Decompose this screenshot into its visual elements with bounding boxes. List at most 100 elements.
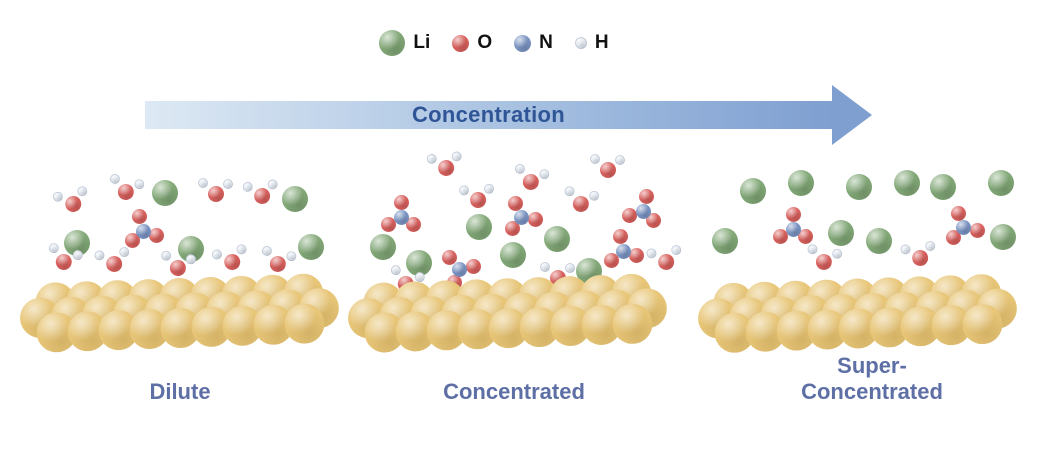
legend-item-n: N: [514, 32, 553, 54]
oxygen-atom: [910, 248, 930, 268]
legend-label-li: Li: [413, 32, 431, 53]
hydrogen-atom: [924, 240, 937, 252]
nitrate-ion: [498, 194, 544, 240]
hydrogen-atom: [51, 190, 64, 203]
molecule-layer: [20, 150, 340, 282]
hydrogen-atom: [831, 248, 843, 260]
h-atom-icon: [574, 37, 587, 49]
lithium-ion: [152, 180, 178, 206]
panel-label-dilute: Dilute: [149, 378, 211, 404]
hydrogen-atom: [133, 178, 146, 191]
hydrogen-atom: [198, 178, 208, 188]
hydrogen-atom: [185, 253, 197, 265]
lithium-ion: [500, 242, 526, 268]
concentration-arrow: Concentration: [145, 84, 873, 146]
lithium-ion: [544, 226, 570, 252]
hydrogen-atom: [285, 250, 298, 263]
lithium-ion: [370, 234, 396, 260]
oxygen-atom: [268, 254, 288, 274]
panel-label-super-concentrated: Super- Concentrated: [801, 353, 943, 404]
lithium-ion: [846, 174, 872, 200]
arrow-head-icon: [832, 85, 872, 145]
nitrogen-atom: [615, 243, 631, 259]
oxygen-atom: [612, 229, 628, 245]
oxygen-atom: [393, 195, 409, 210]
lithium-ion: [712, 228, 738, 254]
hydrogen-atom: [538, 168, 551, 181]
hydrogen-atom: [450, 150, 463, 163]
oxygen-atom: [945, 230, 961, 246]
oxygen-atom: [469, 191, 487, 209]
oxygen-atom: [104, 254, 124, 274]
nitrogen-atom: [451, 261, 467, 277]
oxygen-atom: [814, 252, 833, 272]
lithium-ion: [990, 224, 1016, 250]
water-molecule: [210, 242, 253, 280]
hydrogen-atom: [426, 153, 438, 165]
oxygen-atom: [132, 209, 148, 225]
oxygen-atom: [646, 213, 662, 229]
hydrogen-atom: [514, 163, 526, 175]
hydrogen-atom: [588, 190, 600, 202]
hydrogen-atom: [806, 243, 819, 255]
oxygen-atom: [785, 207, 801, 222]
panel-label-concentrated: Concentrated: [443, 378, 585, 404]
hydrogen-atom: [242, 181, 254, 193]
lithium-ion: [894, 170, 920, 196]
oxygen-atom: [600, 162, 616, 178]
nitrogen-atom: [635, 203, 651, 219]
o-atom-icon: [452, 34, 470, 52]
hydrogen-atom: [223, 179, 233, 189]
hydrogen-atom: [109, 173, 121, 185]
lithium-ion: [930, 174, 956, 200]
nitrate-ion: [940, 204, 986, 250]
oxygen-atom: [169, 259, 187, 277]
oxygen-atom: [638, 189, 654, 205]
oxygen-atom: [442, 250, 458, 266]
oxygen-atom: [222, 252, 242, 272]
hydrogen-atom: [235, 243, 248, 256]
oxygen-atom: [406, 216, 422, 232]
oxygen-atom: [380, 216, 396, 232]
hydrogen-atom: [565, 263, 575, 273]
oxygen-atom: [527, 211, 543, 227]
hydrogen-atom: [266, 178, 279, 191]
substrate-atom: [283, 302, 326, 345]
hydrogen-atom: [563, 185, 576, 197]
water-molecule: [899, 239, 941, 275]
nitrate-ion: [600, 228, 646, 274]
oxygen-atom: [951, 205, 967, 221]
concentration-arrow-body: Concentration: [145, 101, 832, 129]
hydrogen-atom: [71, 249, 84, 262]
substrate-atom: [961, 303, 1004, 345]
nitrate-ion: [770, 206, 816, 252]
hydrogen-atom: [76, 185, 89, 198]
li-atom-icon: [379, 30, 406, 56]
hydrogen-atom: [389, 264, 402, 277]
concentration-arrow-label: Concentration: [411, 102, 565, 127]
panel-dilute: Dilute: [19, 150, 340, 420]
nitrogen-atom: [513, 209, 529, 225]
oxygen-atom: [772, 228, 788, 244]
panel-super-concentrated: Super- Concentrated: [697, 150, 1046, 420]
nitrate-ion: [378, 194, 424, 240]
lithium-ion: [828, 220, 854, 246]
water-molecule: [51, 184, 95, 222]
nitrate-ion: [620, 188, 666, 234]
oxygen-atom: [465, 258, 481, 274]
oxygen-atom: [54, 252, 74, 272]
water-molecule: [561, 185, 601, 221]
molecule-layer: [348, 150, 683, 294]
hydrogen-atom: [483, 183, 495, 195]
lithium-ion: [866, 228, 892, 254]
oxygen-atom: [508, 196, 524, 212]
hydrogen-atom: [645, 247, 658, 260]
hydrogen-atom: [47, 242, 60, 255]
oxygen-atom: [253, 186, 272, 206]
hydrogen-atom: [590, 154, 600, 164]
oxygen-atom: [124, 233, 140, 249]
hydrogen-atom: [210, 248, 224, 261]
legend-item-h: H: [574, 32, 609, 54]
nitrate-ion: [120, 208, 166, 254]
